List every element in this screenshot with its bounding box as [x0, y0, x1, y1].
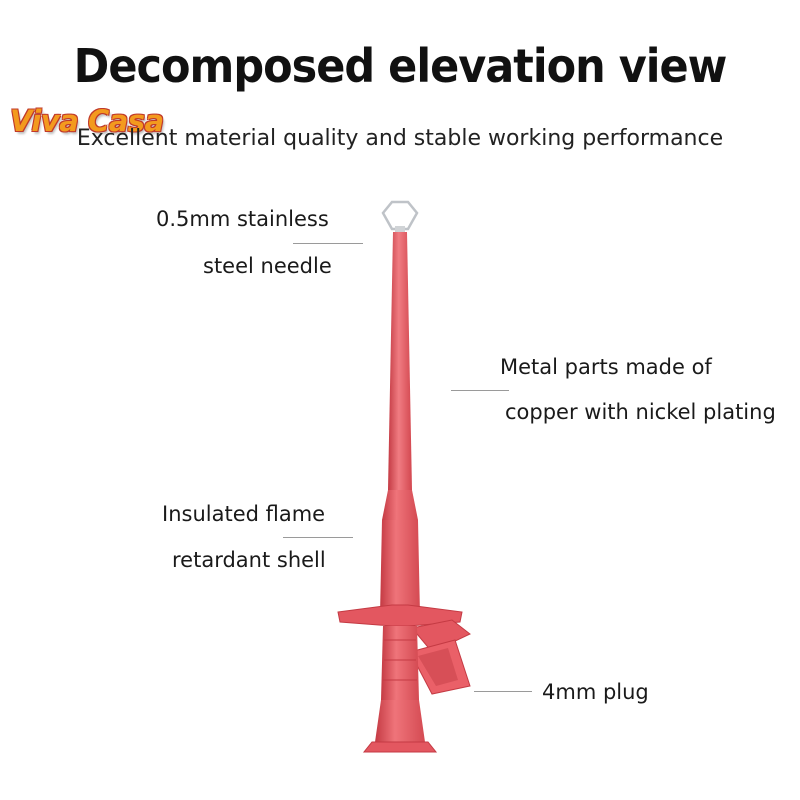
probe-taper: [382, 490, 418, 520]
probe-shaft: [388, 232, 412, 490]
callout-metal-line1: Metal parts made of: [500, 355, 712, 379]
callout-plug-line1: 4mm plug: [542, 680, 649, 704]
plug-flare: [375, 700, 425, 742]
page-title: Decomposed elevation view: [73, 40, 728, 94]
callout-shell-leader: [283, 537, 353, 538]
finger-guard: [337, 604, 463, 627]
needle-hook: [381, 200, 419, 234]
plug-base: [362, 741, 438, 753]
callout-metal-leader: [451, 390, 509, 391]
callout-needle-line2: steel needle: [203, 254, 332, 278]
callout-metal-line2: copper with nickel plating: [505, 400, 776, 424]
probe-body: [380, 520, 420, 615]
callout-plug-leader: [474, 691, 532, 692]
page-subtitle: Excellent material quality and stable wo…: [76, 126, 724, 151]
callout-shell-line2: retardant shell: [172, 548, 326, 572]
probe-lower-body: [381, 626, 419, 700]
callout-shell-line1: Insulated flame: [162, 502, 326, 526]
callout-needle-line1: 0.5mm stainless: [156, 207, 329, 231]
brand-logo: Viva Casa: [10, 104, 164, 138]
callout-needle-leader: [293, 243, 363, 244]
clip-hook: [409, 619, 471, 695]
